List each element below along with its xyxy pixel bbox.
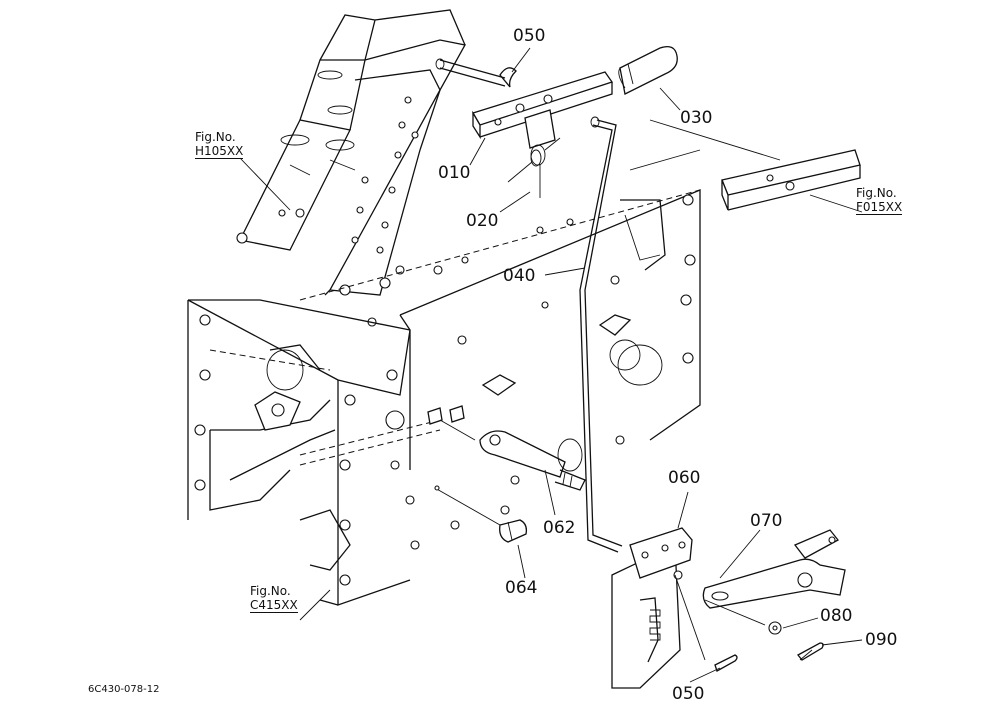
upper-frame-assembly [236,9,506,296]
bracket-f015xx [629,119,861,211]
part-label-062: 062 [543,518,576,538]
fig-ref-f015xx: Fig.No. F015XX [856,186,903,215]
lower-frame [187,299,520,606]
part-label-030: 030 [680,108,713,128]
part-label-060: 060 [668,468,701,488]
bolt-064 [434,485,528,543]
fig-ref-prefix: Fig.No. [856,186,897,200]
fig-ref-prefix: Fig.No. [250,584,291,598]
grip-030 [618,45,678,95]
main-frame [299,189,701,470]
part-label-020: 020 [466,211,499,231]
fig-ref-prefix: Fig.No. [195,130,236,144]
part-label-064: 064 [505,578,538,598]
part-label-080: 080 [820,606,853,626]
pin-090 [797,642,824,661]
part-label-050-bottom: 050 [672,684,705,704]
plate-060 [611,527,706,689]
part-label-070: 070 [750,511,783,531]
part-label-010: 010 [438,163,471,183]
spring-020 [507,137,561,198]
fig-ref-c415xx: Fig.No. C415XX [250,584,298,613]
drawing-code: 6C430-078-12 [88,684,160,695]
fig-ref-h105xx: Fig.No. H105XX [195,130,244,159]
shaft-062 [427,405,586,491]
leader-lines [239,47,863,683]
cotter-pin-050-bottom [714,654,738,672]
arm-070 [702,529,846,609]
part-label-050-top: 050 [513,26,546,46]
part-label-040: 040 [503,266,536,286]
part-label-090: 090 [865,630,898,650]
fig-ref-number: H105XX [195,144,244,159]
cotter-pin-050-top [499,67,517,88]
fig-ref-number: C415XX [250,598,298,613]
fig-ref-number: F015XX [856,200,903,215]
lever-010 [472,71,614,149]
washer-080 [704,599,782,635]
rod-040 [579,116,623,553]
